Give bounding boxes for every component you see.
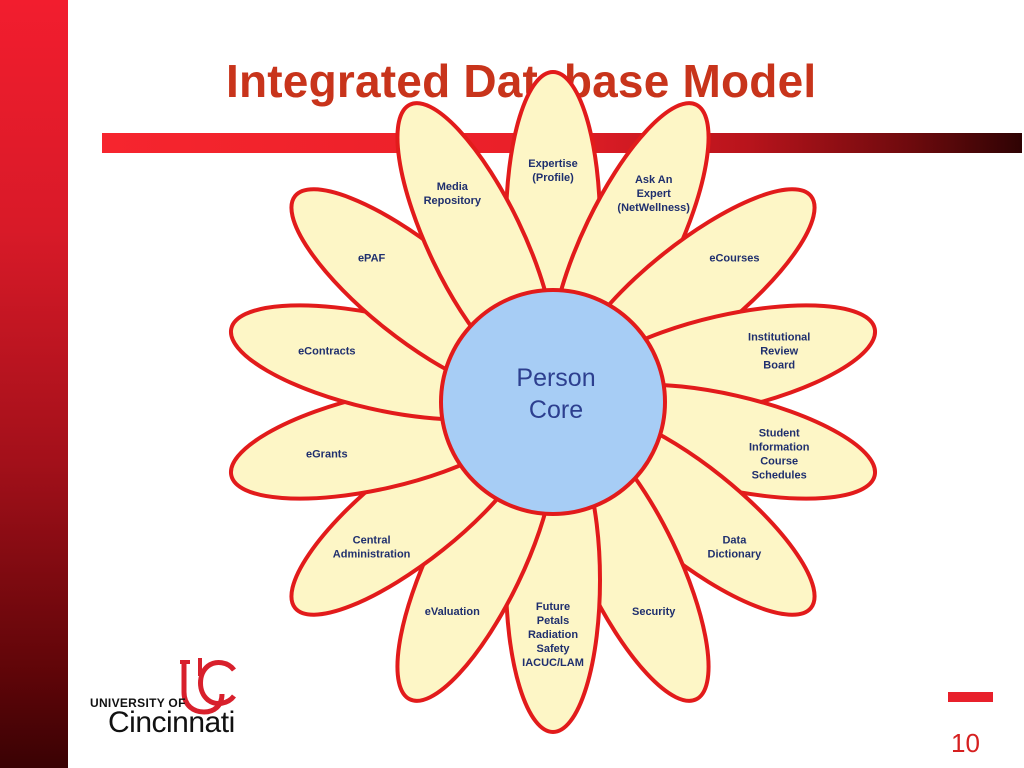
slide-title: Integrated Database Model	[226, 55, 817, 107]
petal-1-label-line-0: Ask An	[635, 174, 673, 186]
person-core-circle	[439, 288, 667, 516]
petal-7-label-line-2: Radiation	[528, 629, 578, 641]
petal-10-label-line-0: eGrants	[306, 449, 348, 461]
uc-monogram-icon	[180, 658, 236, 715]
left-accent-band	[0, 0, 68, 768]
petal-8-label-line-0: eValuation	[425, 606, 480, 618]
petal-1-label-line-1: Expert	[637, 188, 672, 200]
petal-6-label-line-0: Security	[632, 606, 676, 618]
petal-13-label-line-1: Repository	[424, 195, 482, 207]
petal-3-label-line-0: Institutional	[748, 331, 810, 343]
logo-university-of: UNIVERSITY OF	[90, 696, 186, 710]
petal-3-label-line-1: Review	[760, 345, 798, 357]
core-label-line2: Core	[529, 396, 583, 424]
page-number: 10	[951, 728, 980, 758]
petal-1-label-line-2: (NetWellness)	[617, 202, 690, 214]
petal-0-label-line-1: (Profile)	[532, 172, 574, 184]
petal-7-label-line-0: Future	[536, 601, 570, 613]
petal-7-label-line-3: Safety	[536, 643, 570, 655]
petal-4-label-line-3: Schedules	[752, 470, 807, 482]
petal-7-label-line-1: Petals	[537, 615, 569, 627]
petal-labels-layer: Expertise (Profile) Ask An Expert (NetWellne…	[298, 158, 810, 669]
petal-11-label-line-0: eContracts	[298, 345, 355, 357]
petal-5-label-line-0: Data	[722, 535, 747, 547]
petal-3-label-line-2: Board	[763, 359, 795, 371]
petal-4-label-line-0: Student	[759, 428, 800, 440]
petal-9-label-line-1: Administration	[333, 549, 411, 561]
university-logo: UNIVERSITY OF Cincinnati	[88, 656, 278, 746]
petal-2-label-line-0: eCourses	[709, 252, 759, 264]
petal-4-label-line-2: Course	[760, 456, 798, 468]
petal-13-label-line-0: Media	[437, 181, 469, 193]
petal-0-label-line-0: Expertise	[528, 158, 578, 170]
petal-5-label-line-1: Dictionary	[708, 549, 763, 561]
petal-7-label-line-4: IACUC/LAM	[522, 657, 584, 669]
core-label-line1: Person	[516, 364, 595, 392]
logo-cincinnati: Cincinnati	[108, 706, 235, 739]
petal-4-label-line-1: Information	[749, 442, 810, 454]
petal-12-label-line-0: ePAF	[358, 252, 386, 264]
petal-9-label-line-0: Central	[353, 535, 391, 547]
page-number-dash	[948, 692, 993, 702]
